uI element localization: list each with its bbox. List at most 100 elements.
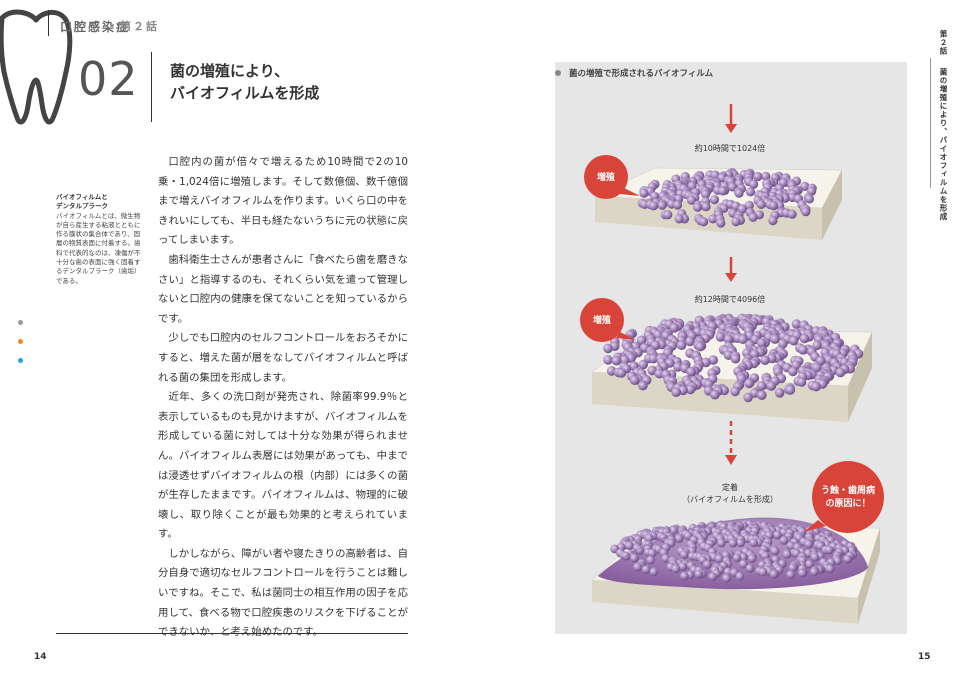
- side-tab-divider: [930, 58, 931, 188]
- bubble3-text: う蝕・歯周病 の原因に！: [812, 485, 884, 511]
- body-text: 口腔内の菌が倍々で増えるため10時間で2の10乗・1,024倍に増殖します。そし…: [158, 153, 408, 643]
- bacterium: [825, 564, 835, 574]
- bacterium: [805, 559, 814, 569]
- bacterium: [738, 334, 748, 345]
- body-paragraph: 歯科衛生士さんが患者さんに「食べたら歯を磨きなさい」と指導するのも、それくらい気…: [158, 253, 408, 325]
- bacterium: [709, 195, 720, 205]
- bacterium: [722, 573, 731, 583]
- bacterium: [785, 385, 796, 395]
- bacterium: [788, 335, 799, 346]
- bacterium: [669, 323, 680, 333]
- series-label: 口腔感染症: [60, 20, 131, 34]
- bacterium: [786, 570, 796, 579]
- bacterium: [676, 340, 687, 351]
- bacterium: [761, 171, 771, 181]
- bacterium: [674, 214, 684, 224]
- bacterium: [731, 217, 741, 227]
- bacterium: [708, 572, 717, 582]
- bacterium: [679, 550, 689, 559]
- bacterium: [743, 392, 753, 403]
- bacterium: [835, 367, 846, 378]
- bacterium: [760, 355, 770, 366]
- cyan-dot-icon: [18, 358, 23, 363]
- gray-dot-icon: [18, 320, 23, 325]
- bacteria-cluster-3: [610, 519, 858, 583]
- bacterium: [708, 214, 718, 224]
- bacterium: [811, 381, 821, 392]
- sidenote-heading-line2: デンタルプラーク: [56, 202, 108, 211]
- orange-dot-icon: [18, 339, 23, 344]
- bacterium: [744, 200, 754, 210]
- bacterium: [603, 355, 613, 365]
- bacterium: [736, 538, 745, 548]
- body-paragraph: 少しでも口腔内のセルフコントロールをおろそかにすると、増えた菌が層をなしてバイオ…: [158, 332, 408, 384]
- bacterium: [798, 568, 807, 578]
- bacterium: [639, 188, 649, 198]
- bacterium: [611, 355, 622, 366]
- bacterium: [753, 171, 763, 182]
- bacterium: [649, 201, 659, 211]
- bacterium: [744, 378, 754, 389]
- bacterium: [735, 572, 745, 581]
- bacterium: [798, 345, 808, 355]
- bacterium: [787, 209, 797, 219]
- bacterium: [633, 562, 642, 572]
- episode-label: 第２話: [120, 20, 159, 33]
- bacterium: [768, 216, 778, 226]
- bacterium: [730, 353, 741, 364]
- bacterium: [685, 336, 695, 347]
- bacterium: [738, 552, 748, 562]
- bacterium: [809, 567, 819, 577]
- header-divider: [48, 10, 49, 36]
- bacterium: [779, 535, 789, 545]
- stage2-label: 約12時間で4096倍: [694, 295, 766, 304]
- arrow-down-icon-2: [725, 257, 737, 282]
- bacterium: [718, 186, 728, 196]
- bacterium: [812, 340, 822, 351]
- bacterium: [791, 319, 802, 329]
- bacterium: [757, 390, 767, 401]
- bacterium: [749, 538, 759, 548]
- bacterium: [678, 562, 688, 571]
- bacterium: [717, 538, 726, 548]
- sidenote-text: バイオフィルムとは、微生物が自ら産生する粘液とともに作る膜状の集合体であり、固層…: [56, 211, 141, 285]
- bacterium: [734, 188, 744, 198]
- bacterium: [728, 538, 738, 548]
- bacterium: [812, 362, 822, 373]
- bacterium: [603, 343, 613, 354]
- speech-bubble-3: [804, 461, 884, 533]
- side-tab-episode: 第２話: [939, 30, 948, 56]
- bacterium: [693, 202, 703, 212]
- bacterium: [747, 554, 757, 563]
- bacterium: [701, 189, 711, 199]
- bacterium: [799, 333, 810, 344]
- bacterium: [778, 339, 788, 349]
- bubble3-text-line2: の原因に！: [825, 499, 871, 509]
- sidenote-heading-line1: バイオフィルムと: [56, 193, 108, 201]
- bacterium: [824, 545, 834, 555]
- title-line2: バイオフィルムを形成: [170, 84, 320, 102]
- bacterium: [843, 554, 852, 564]
- bacterium: [749, 349, 760, 360]
- title-line1: 菌の増殖により、: [170, 62, 290, 80]
- bacterium: [804, 539, 814, 549]
- bacterium: [810, 552, 820, 562]
- bacterium: [669, 525, 679, 535]
- bacterium: [616, 368, 627, 378]
- bacteria-cluster-2: [603, 313, 864, 403]
- bacterium: [647, 365, 657, 376]
- stage3-label-line2: （バイオフィルムを形成）: [682, 495, 778, 504]
- page-number-right: 15: [918, 652, 931, 662]
- bacterium: [745, 187, 756, 197]
- bacterium: [646, 555, 655, 565]
- bacterium: [723, 334, 734, 345]
- page-number-left: 14: [34, 652, 47, 662]
- bacterium: [769, 569, 779, 579]
- bacterium: [749, 179, 759, 189]
- bacterium: [732, 553, 742, 563]
- bacterium: [727, 182, 738, 192]
- bacterium: [788, 563, 798, 573]
- bacterium: [768, 201, 779, 211]
- page-title: 菌の増殖により、 バイオフィルムを形成: [170, 60, 319, 104]
